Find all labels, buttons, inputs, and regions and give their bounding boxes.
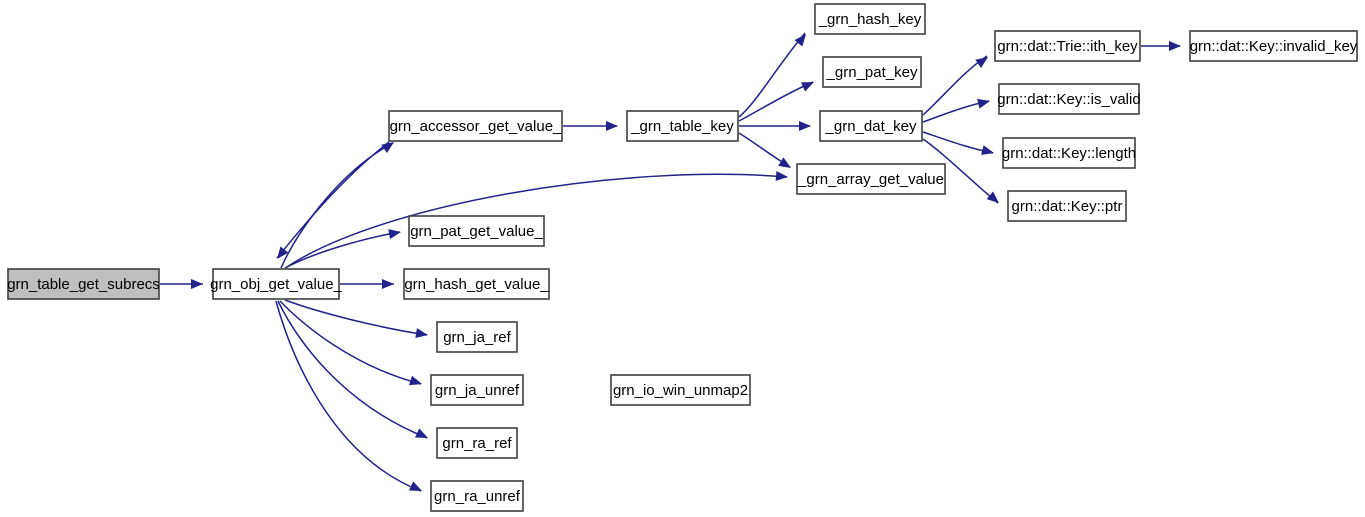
graph-node-_grn_table_key[interactable]: _grn_table_key xyxy=(626,110,739,142)
edge-arrowhead xyxy=(277,246,289,259)
graph-node-grn_pat_get_value_[interactable]: grn_pat_get_value_ xyxy=(408,215,545,247)
edge-arrowhead xyxy=(606,121,618,131)
graph-node-grn_dat_Key_length[interactable]: grn::dat::Key::length xyxy=(1002,137,1136,169)
edge-arrowhead xyxy=(775,170,788,181)
edge-_grn_dat_key-to-grn_dat_Trie_ith_key xyxy=(922,55,988,116)
graph-node-grn_dat_Key_is_valid[interactable]: grn::dat::Key::is_valid xyxy=(997,83,1141,115)
edges-layer xyxy=(160,32,1180,492)
node-box[interactable] xyxy=(822,56,922,88)
node-box[interactable] xyxy=(610,374,751,406)
edge-arrowhead xyxy=(381,142,394,153)
node-box[interactable] xyxy=(1007,190,1127,222)
edge-arrowhead xyxy=(388,229,401,240)
node-box[interactable] xyxy=(1189,30,1358,62)
graph-node-_grn_array_get_value[interactable]: _grn_array_get_value xyxy=(796,163,946,195)
edge-arrowhead xyxy=(409,375,422,386)
graph-node-grn_table_get_subrecs[interactable]: grn_table_get_subrecs xyxy=(7,268,160,300)
edge-arrowhead xyxy=(981,145,994,155)
edge-grn_obj_get_value_-to-_grn_array_get_value xyxy=(286,173,788,268)
node-box[interactable] xyxy=(388,110,563,142)
node-box[interactable] xyxy=(7,268,160,300)
edge-arrowhead xyxy=(415,428,428,438)
node-box[interactable] xyxy=(436,427,518,459)
edge-grn_obj_get_value_-to-grn_accessor_get_value_ xyxy=(280,142,394,269)
edge-arrowhead xyxy=(801,82,814,92)
edge-arrowhead xyxy=(975,57,988,68)
node-box[interactable] xyxy=(819,110,923,142)
graph-node-grn_dat_Key_invalid_key[interactable]: grn::dat::Key::invalid_key xyxy=(1189,30,1358,62)
edge-grn_obj_get_value_-to-grn_ra_unref xyxy=(275,300,422,492)
edge-arrowhead xyxy=(1169,41,1181,51)
node-box[interactable] xyxy=(436,321,518,353)
edge-arrowhead xyxy=(794,34,806,47)
edge-arrowhead xyxy=(986,191,999,203)
node-box[interactable] xyxy=(212,268,340,300)
node-box[interactable] xyxy=(403,268,550,300)
graph-node-grn_hash_get_value_[interactable]: grn_hash_get_value_ xyxy=(403,268,550,300)
graph-node-_grn_dat_key[interactable]: _grn_dat_key xyxy=(819,110,923,142)
graph-node-grn_ra_unref[interactable]: grn_ra_unref xyxy=(430,480,524,512)
node-box[interactable] xyxy=(408,215,545,247)
edge-_grn_table_key-to-_grn_hash_key xyxy=(738,32,806,118)
edge-arrowhead xyxy=(409,481,422,491)
edge-arrowhead xyxy=(977,98,990,109)
edge-arrowhead xyxy=(778,157,791,168)
node-box[interactable] xyxy=(430,374,524,406)
edge-arrowhead xyxy=(191,279,203,289)
arrowheads-layer xyxy=(191,34,1181,491)
node-box[interactable] xyxy=(626,110,739,142)
node-box[interactable] xyxy=(998,83,1140,115)
edge-grn_obj_get_value_-to-grn_ja_ref xyxy=(284,299,428,336)
edge-grn_obj_get_value_-to-grn_pat_get_value_ xyxy=(284,231,401,269)
node-box[interactable] xyxy=(994,30,1141,62)
graph-node-grn_dat_Trie_ith_key[interactable]: grn::dat::Trie::ith_key xyxy=(994,30,1141,62)
node-box[interactable] xyxy=(1002,137,1136,169)
graph-node-grn_dat_Key_ptr[interactable]: grn::dat::Key::ptr xyxy=(1007,190,1127,222)
node-box[interactable] xyxy=(814,3,926,35)
graph-node-grn_obj_get_value_[interactable]: grn_obj_get_value_ xyxy=(210,268,343,300)
graph-node-grn_io_win_unmap2[interactable]: grn_io_win_unmap2 xyxy=(610,374,751,406)
graph-node-grn_ja_ref[interactable]: grn_ja_ref xyxy=(436,321,518,353)
edge-grn_obj_get_value_-to-grn_ra_ref xyxy=(277,300,428,439)
graph-node-grn_ra_ref[interactable]: grn_ra_ref xyxy=(436,427,518,459)
graph-node-grn_ja_unref[interactable]: grn_ja_unref xyxy=(430,374,524,406)
edge-grn_accessor_get_value_-to-grn_obj_get_value_ xyxy=(276,141,390,259)
graph-node-_grn_pat_key[interactable]: _grn_pat_key xyxy=(822,56,922,88)
graph-node-grn_accessor_get_value_[interactable]: grn_accessor_get_value_ xyxy=(388,110,563,142)
edge-arrowhead xyxy=(799,121,811,131)
edge-arrowhead xyxy=(382,279,394,289)
graph-node-_grn_hash_key[interactable]: _grn_hash_key xyxy=(814,3,926,35)
edge-arrowhead xyxy=(415,328,428,339)
node-box[interactable] xyxy=(796,163,946,195)
edge-grn_obj_get_value_-to-grn_ja_unref xyxy=(279,300,422,385)
edge-_grn_table_key-to-_grn_pat_key xyxy=(738,81,814,122)
node-box[interactable] xyxy=(430,480,524,512)
